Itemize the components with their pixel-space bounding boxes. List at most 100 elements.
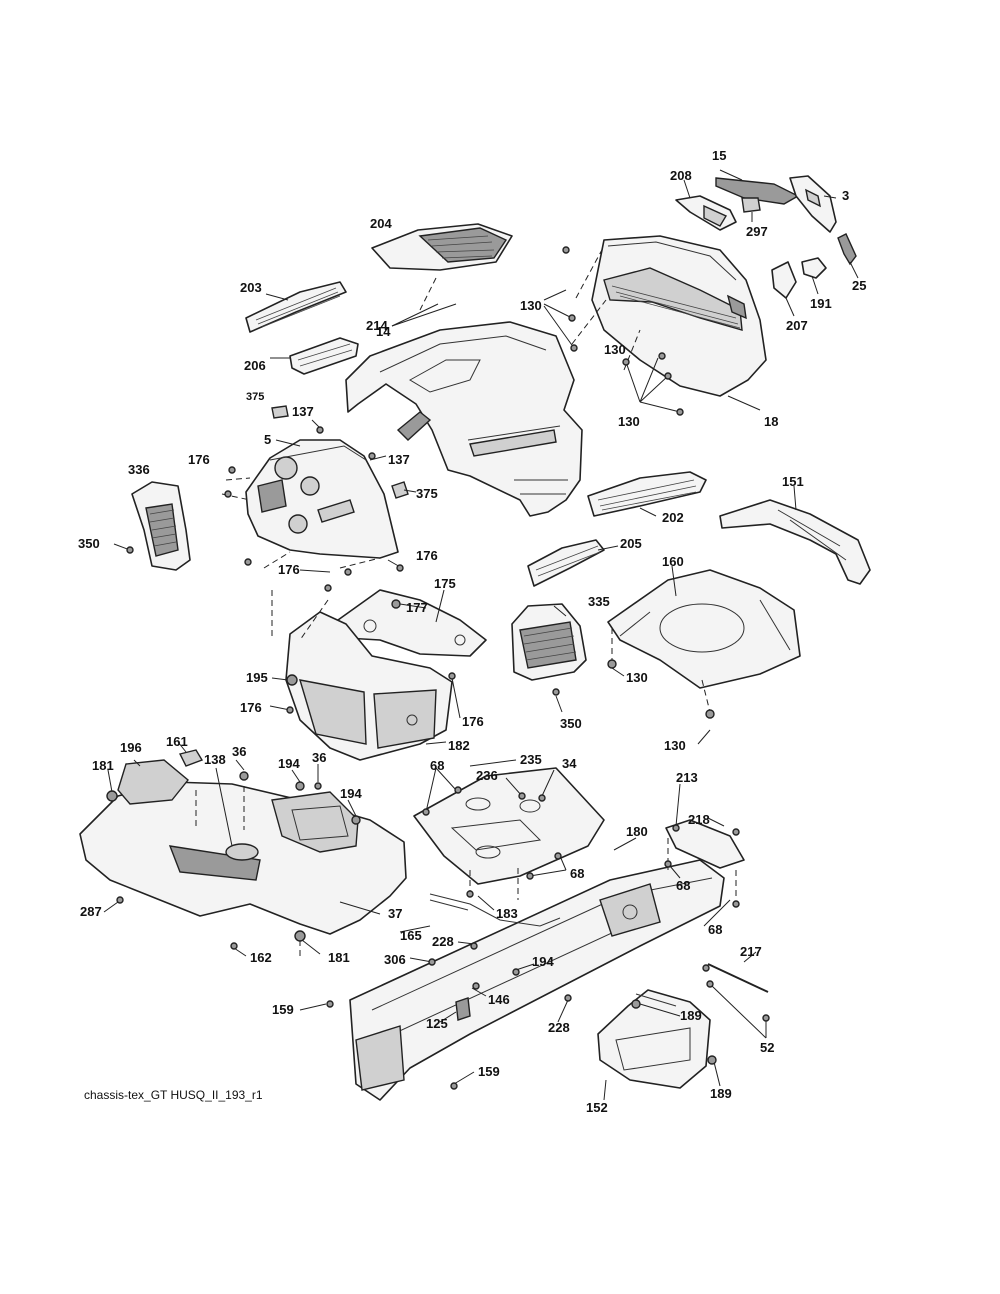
part-side-vent [289,337,359,375]
label-375-a: 375 [246,391,264,403]
part-side-panel-335 [511,603,587,681]
label-52: 52 [760,1040,774,1055]
label-3: 3 [842,188,849,203]
label-218: 218 [688,812,710,827]
label-34: 34 [562,756,577,771]
label-159-b: 159 [478,1064,500,1079]
label-15: 15 [712,148,726,163]
part-bracket-191 [801,257,827,279]
label-206: 206 [244,358,266,373]
part-clip-25 [837,233,857,266]
label-130-d: 130 [626,670,648,685]
label-194-c: 194 [532,954,554,969]
part-side-trim [789,175,837,233]
label-176-d: 176 [240,700,262,715]
label-236: 236 [476,768,498,783]
label-152: 152 [586,1100,608,1115]
label-160: 160 [662,554,684,569]
leader-lines [195,245,737,960]
label-336: 336 [128,462,150,477]
label-194-a: 194 [278,756,300,771]
label-175: 175 [434,576,456,591]
label-137-b: 137 [388,452,410,467]
label-350-a: 350 [78,536,100,551]
label-5: 5 [264,432,271,447]
part-fender-deck [79,759,407,935]
label-161: 161 [166,734,188,749]
part-switch-125 [455,997,471,1021]
part-hood-top-panel [371,223,513,271]
part-wire-harness [429,893,561,927]
label-194-b: 194 [340,786,362,801]
label-297: 297 [746,224,768,239]
label-180: 180 [626,824,648,839]
label-287: 287 [80,904,102,919]
label-191: 191 [810,296,832,311]
label-151: 151 [782,474,804,489]
label-335: 335 [588,594,610,609]
label-146: 146 [488,992,510,1007]
part-plate-218 [665,819,745,869]
label-181-a: 181 [92,758,114,773]
part-floor-pan [607,569,801,689]
label-306: 306 [384,952,406,967]
label-182: 182 [448,738,470,753]
label-235: 235 [520,752,542,767]
label-130-a: 130 [520,298,542,313]
diagram-caption: chassis-tex_GT HUSQ_II_193_r1 [84,1088,263,1102]
part-bracket-175 [337,589,487,657]
part-console-182 [285,611,453,761]
label-36-a: 36 [232,744,246,759]
label-165: 165 [400,928,422,943]
label-207: 207 [786,318,808,333]
label-177: 177 [406,600,428,615]
part-headlight-bracket [675,195,737,231]
part-bracket-207 [771,261,797,299]
label-228-a: 228 [432,934,454,949]
label-204: 204 [370,216,392,231]
label-130-c: 130 [618,414,640,429]
label-202: 202 [662,510,684,525]
label-189-b: 189 [710,1086,732,1101]
label-14: 14 [376,324,391,339]
label-138: 138 [204,752,226,767]
label-137-a: 137 [292,404,314,419]
part-lamp-socket [741,197,761,213]
label-159-a: 159 [272,1002,294,1017]
part-trim-strip [715,177,800,205]
label-350-b: 350 [560,716,582,731]
part-clip-375-lower [391,481,409,499]
label-196: 196 [120,740,142,755]
label-205: 205 [620,536,642,551]
label-176-a: 176 [188,452,210,467]
part-side-panel-336 [131,481,191,571]
label-195: 195 [246,670,268,685]
label-181-b: 181 [328,950,350,965]
label-189-a: 189 [680,1008,702,1023]
part-support-bracket [719,499,871,585]
label-203: 203 [240,280,262,295]
part-badge-161 [178,749,204,767]
hardware-fasteners [106,246,770,1090]
part-dash-panel [245,439,399,559]
label-130-e: 130 [664,738,686,753]
part-left-grille [245,281,347,333]
label-162: 162 [250,950,272,965]
label-214: 214 [366,318,388,333]
label-68-c: 68 [676,878,690,893]
label-37: 37 [388,906,402,921]
part-bracket-152 [597,989,711,1089]
part-grille-trim [527,539,605,587]
label-25: 25 [852,278,866,293]
label-125: 125 [426,1016,448,1031]
label-213: 213 [676,770,698,785]
label-176-b: 176 [416,548,438,563]
label-217: 217 [740,944,762,959]
label-leaders [103,169,859,1101]
label-68-b: 68 [570,866,584,881]
label-375-b: 375 [416,486,438,501]
label-130-b: 130 [604,342,626,357]
label-176-c: 176 [278,562,300,577]
part-front-grille [587,471,707,517]
